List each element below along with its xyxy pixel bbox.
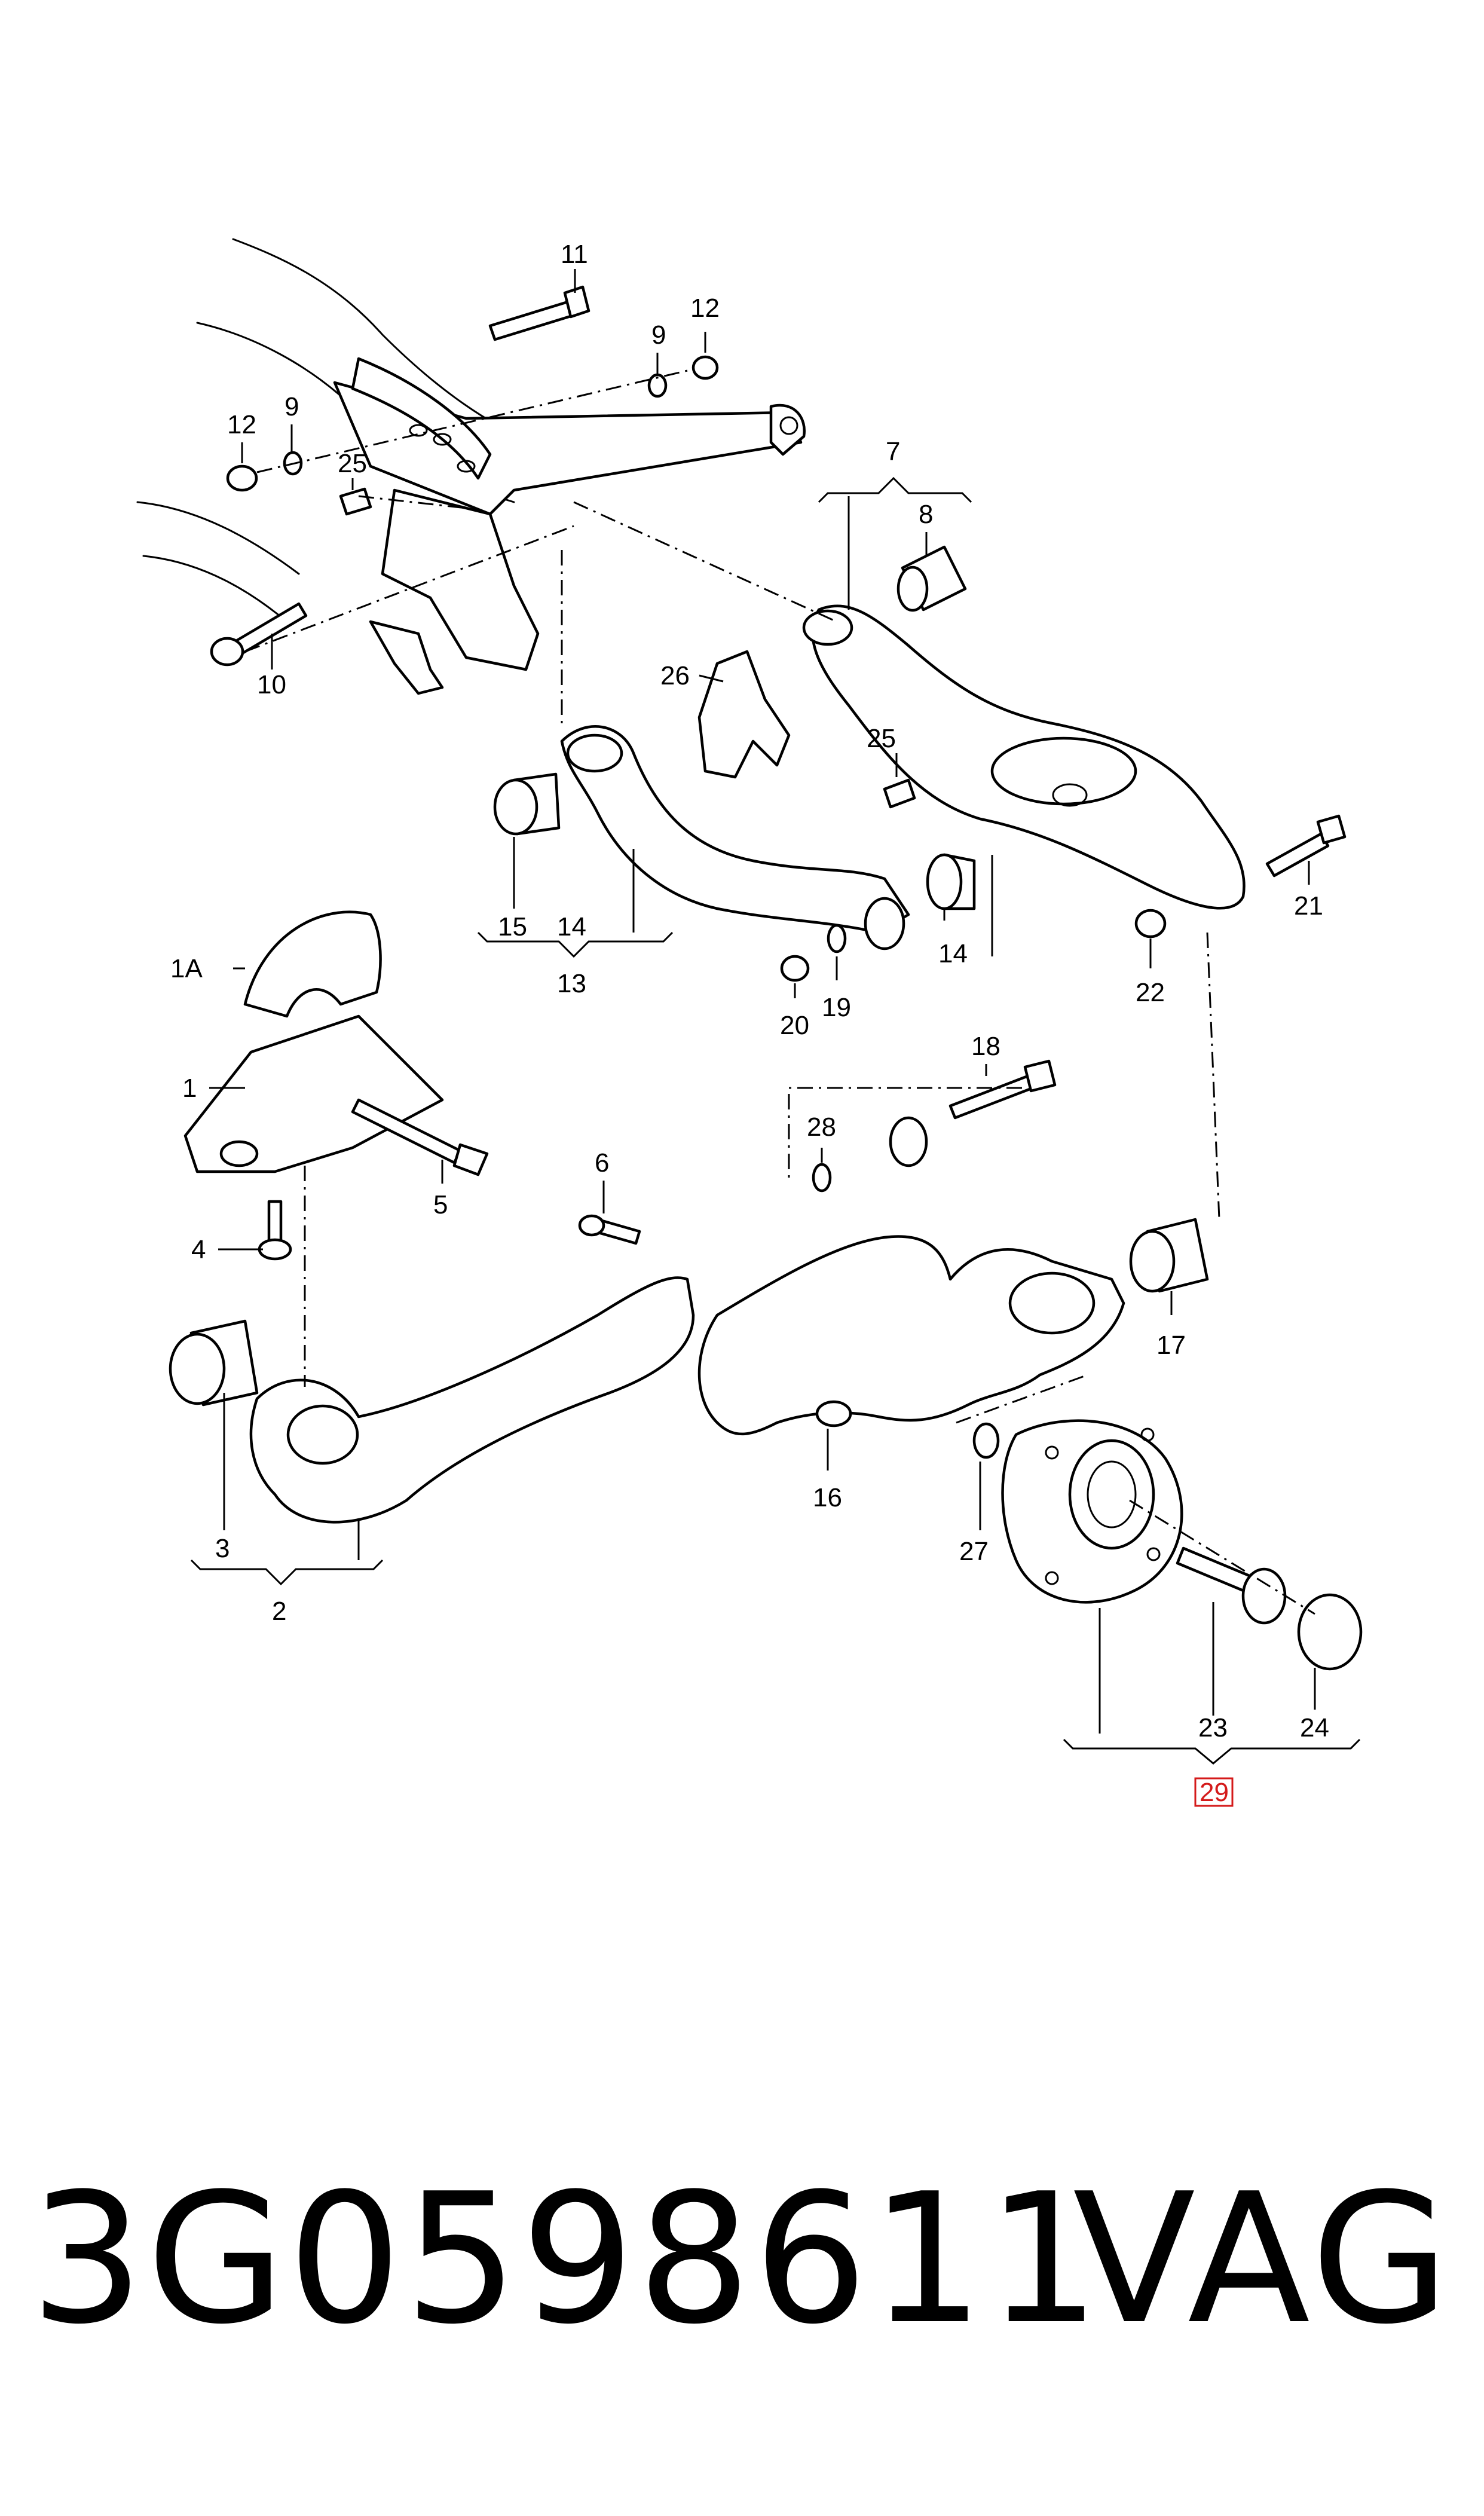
callout-3: 3 [215, 1534, 230, 1563]
callout-28: 28 [807, 1112, 836, 1142]
callout-9-left: 9 [284, 392, 299, 421]
callout-22: 22 [1136, 978, 1165, 1007]
callout-15: 15 [498, 912, 527, 941]
callout-7: 7 [886, 437, 900, 466]
callout-21: 21 [1294, 891, 1323, 921]
callout-20: 20 [780, 1011, 809, 1040]
callout-27: 27 [959, 1537, 989, 1566]
wheel-carrier-16 [697, 1116, 1125, 1436]
bushing-3 [169, 1319, 259, 1407]
brace-7 [818, 476, 972, 503]
callout-9-right: 9 [651, 320, 666, 350]
brace-13 [477, 931, 674, 958]
callout-19: 19 [822, 993, 851, 1022]
leader-lines [209, 269, 1316, 1734]
callout-8: 8 [919, 500, 933, 529]
group-braces [190, 476, 1361, 1765]
cover-1A [243, 910, 382, 1018]
nut-12-right [691, 355, 719, 380]
nut-20 [780, 955, 810, 982]
cap-24 [1297, 1593, 1363, 1671]
brand-name: VAG [1073, 2155, 1454, 2364]
callout-18: 18 [971, 1032, 1000, 1061]
bolt-10 [210, 602, 308, 667]
callout-16: 16 [813, 1483, 842, 1512]
washer-19 [827, 924, 847, 953]
callout-12-left: 12 [227, 410, 256, 439]
callout-25-right: 25 [867, 724, 896, 753]
bushing-14 [864, 853, 976, 950]
callout-25-left: 25 [338, 449, 367, 478]
pin-25-right [883, 778, 916, 809]
clip-26 [697, 650, 791, 779]
screw-4 [258, 1200, 292, 1261]
callout-14-right: 14 [938, 939, 968, 968]
callout-29-box [1194, 1777, 1234, 1807]
upper-control-arm-7 [802, 604, 1246, 910]
bolt-21 [1265, 814, 1347, 878]
assembly-lines [244, 369, 1315, 1615]
bushing-17 [1129, 1218, 1209, 1293]
trailing-arm-2 [249, 1276, 695, 1524]
callout-4: 4 [191, 1235, 206, 1264]
bushing-8 [896, 545, 967, 612]
lower-link-14 [560, 725, 910, 934]
callout-1: 1 [182, 1074, 197, 1103]
callout-1A: 1A [170, 954, 203, 983]
mount-1 [183, 1014, 444, 1173]
callout-2: 2 [272, 1597, 286, 1626]
callout-6: 6 [595, 1148, 609, 1178]
callout-10: 10 [257, 670, 286, 699]
wheel-hub-29 [1001, 1419, 1183, 1604]
callout-12-right: 12 [690, 294, 720, 323]
washer-9-right [647, 373, 668, 398]
ring-27 [972, 1422, 1000, 1459]
callout-17: 17 [1156, 1331, 1186, 1360]
callout-29: 29 [1200, 1778, 1229, 1807]
callout-24: 24 [1300, 1713, 1329, 1742]
bolt-11 [488, 285, 590, 341]
bolt-23 [1176, 1546, 1287, 1625]
callout-14-left: 14 [557, 912, 586, 941]
callout-26: 26 [660, 661, 690, 690]
callout-labels: 11 12 9 12 9 25 10 7 8 26 25 21 15 14 13… [170, 240, 1329, 1807]
nut-22 [1134, 909, 1167, 938]
brace-29 [1063, 1738, 1361, 1765]
nut-12-left [226, 464, 258, 492]
pin-25-left [339, 487, 372, 516]
bolt-5 [351, 1098, 489, 1176]
callout-13: 13 [557, 969, 586, 998]
bolt-18 [948, 1059, 1057, 1120]
callout-11: 11 [561, 240, 588, 269]
brace-2 [190, 1559, 384, 1586]
callout-23: 23 [1198, 1713, 1228, 1742]
ring-28 [812, 1163, 832, 1193]
subframe [136, 238, 806, 695]
bushing-15 [493, 772, 561, 836]
bolt-6 [578, 1214, 641, 1245]
callout-5: 5 [433, 1190, 448, 1219]
part-number: 3G0598611 [30, 2155, 1103, 2364]
